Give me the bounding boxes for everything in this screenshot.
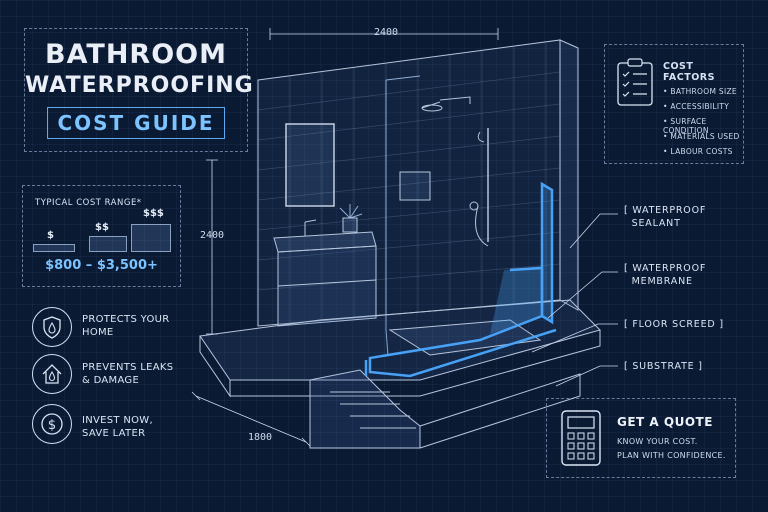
cost-range-heading: TYPICAL COST RANGE*: [35, 198, 142, 208]
cost-factors-heading: COST FACTORS: [663, 61, 715, 83]
cost-level-bar-mid: [89, 236, 127, 252]
quote-heading: GET A QUOTE: [617, 415, 713, 429]
title-line-2: WATERPROOFING: [25, 73, 254, 98]
dollar-coin-icon: $: [32, 404, 72, 444]
layer-label-substrate: [ SUBSTRATE ]: [624, 361, 703, 372]
clipboard-checklist-icon: [617, 58, 653, 106]
benefit-text-3: INVEST NOW, SAVE LATER: [82, 415, 153, 439]
quote-line-1: KNOW YOUR COST.: [617, 437, 698, 446]
cost-factor-item: • LABOUR COSTS: [663, 147, 733, 156]
cost-level-label-mid: $$: [95, 222, 109, 233]
title-line-1: BATHROOM: [45, 39, 227, 70]
layer-label-floor-screed: [ FLOOR SCREED ]: [624, 319, 724, 330]
cost-level-bar-low: [33, 244, 75, 252]
cost-range-panel: TYPICAL COST RANGE* $ $$ $$$ $800 – $3,5…: [22, 185, 181, 287]
cost-level-bar-high: [131, 224, 171, 252]
cost-factors-panel: COST FACTORS • BATHROOM SIZE • ACCESSIBI…: [604, 44, 744, 164]
cost-factor-item: • SURFACE CONDITION: [663, 117, 709, 135]
layer-label-waterproof-sealant: [ WATERPROOF SEALANT: [624, 205, 707, 229]
svg-text:$: $: [48, 418, 56, 433]
title-subtitle: COST GUIDE: [47, 107, 225, 139]
get-a-quote-panel[interactable]: GET A QUOTE KNOW YOUR COST. PLAN WITH CO…: [546, 398, 736, 478]
shield-drop-icon: [32, 307, 72, 347]
title-block: BATHROOM WATERPROOFING COST GUIDE: [24, 28, 254, 152]
width-dimension-label: 2400: [374, 27, 399, 38]
quote-line-2: PLAN WITH CONFIDENCE.: [617, 451, 726, 460]
house-drop-icon: [32, 354, 72, 394]
benefit-text-2: PREVENTS LEAKS & DAMAGE: [82, 362, 174, 386]
layer-label-waterproof-membrane: [ WATERPROOF MEMBRANE: [624, 263, 707, 287]
cost-level-label-low: $: [47, 230, 54, 241]
benefit-text-1: PROTECTS YOUR HOME: [82, 314, 170, 338]
cost-factor-item: • ACCESSIBILITY: [663, 102, 730, 111]
cost-range-value: $800 – $3,500+: [45, 258, 158, 273]
cost-factor-item: • MATERIALS USED: [663, 132, 740, 141]
cost-level-label-high: $$$: [143, 208, 164, 219]
depth-dimension-label: 1800: [248, 432, 273, 443]
calculator-icon: [561, 410, 601, 466]
height-dimension-label: 2400: [200, 230, 225, 241]
cost-factor-item: • BATHROOM SIZE: [663, 87, 737, 96]
